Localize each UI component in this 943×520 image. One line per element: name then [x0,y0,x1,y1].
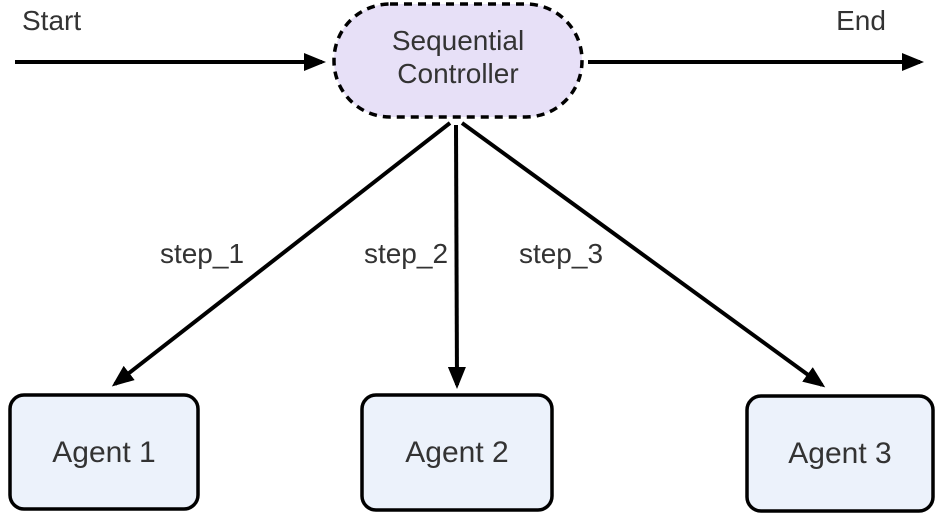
agent2-label: Agent 2 [405,436,508,469]
start-label: Start [22,5,81,36]
controller-label-line1: Sequential [392,25,524,56]
agent2-node [360,393,554,512]
edge-controller-to-agent2 [447,124,466,389]
end-label: End [836,5,886,36]
agent3-node [745,394,935,513]
edge-controller-to-agent3 [460,121,826,388]
edge-label-step-2: step_2 [364,238,448,269]
edge-label-step-3: step_3 [519,238,603,269]
agent1-node [8,393,200,511]
edge-label-step-1: step_1 [160,238,244,269]
edge-controller-to-agent1 [111,121,452,387]
agent3-label: Agent 3 [788,437,891,470]
controller-label-line2: Controller [397,58,518,89]
agent1-label: Agent 1 [52,436,155,469]
controller-node [332,2,584,119]
